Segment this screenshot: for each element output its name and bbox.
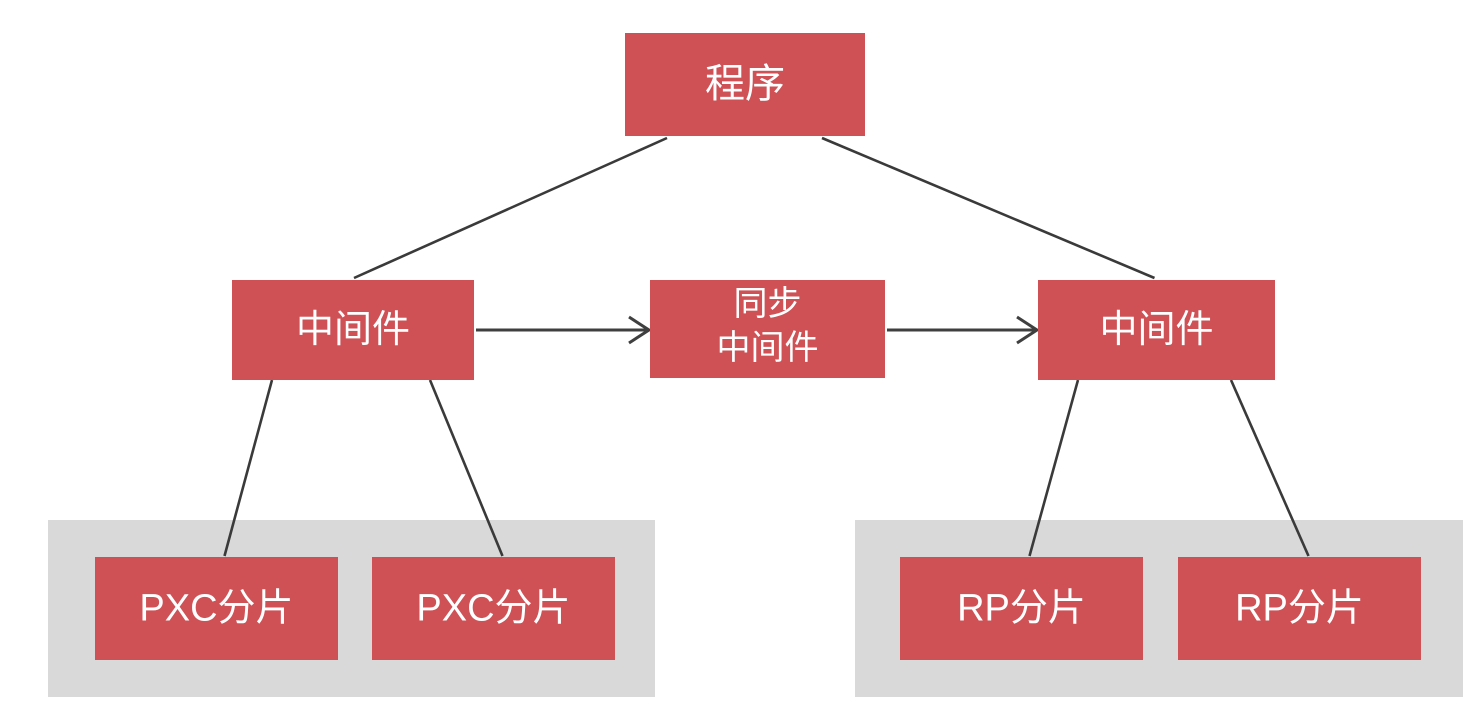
node-rp-shard-2[interactable]: RP分片 [1178, 557, 1421, 660]
node-middleware-left-label: 中间件 [296, 309, 410, 351]
node-program-label: 程序 [705, 62, 785, 106]
node-pxc-shard-1-box[interactable] [95, 557, 338, 660]
node-program-box[interactable] [625, 33, 865, 136]
connector-middleware-right-to-rp-shard-1 [1028, 379, 1080, 557]
node-middleware-left-box[interactable] [232, 280, 474, 380]
node-sync-middleware-label-line1: 同步 [734, 285, 802, 323]
node-middleware-left[interactable]: 中间件 [232, 280, 474, 380]
connector-program-to-middleware-right [821, 136, 1156, 280]
node-middleware-right[interactable]: 中间件 [1038, 280, 1275, 380]
node-sync-middleware-label-line2: 中间件 [717, 329, 819, 367]
flow-arrow-middleware-left-to-sync [476, 315, 652, 345]
node-middleware-right-box[interactable] [1038, 280, 1275, 380]
flow-arrow-sync-to-middleware-right [887, 315, 1040, 345]
node-pxc-shard-1[interactable]: PXC分片 [95, 557, 338, 660]
connector-program-to-middleware-left [353, 136, 668, 280]
node-sync-middleware-box[interactable] [650, 280, 885, 378]
connector-middleware-left-to-pxc-shard-1 [223, 379, 274, 557]
arrow-head-icon [628, 315, 652, 345]
node-rp-shard-2-label: RP分片 [1235, 588, 1364, 630]
node-pxc-shard-2-label: PXC分片 [416, 588, 570, 630]
arrow-head-icon [1016, 315, 1040, 345]
node-pxc-shard-2[interactable]: PXC分片 [372, 557, 615, 660]
connector-middleware-left-to-pxc-shard-2 [428, 379, 504, 557]
node-program[interactable]: 程序 [625, 33, 865, 136]
node-rp-shard-1-box[interactable] [900, 557, 1143, 660]
node-rp-shard-1[interactable]: RP分片 [900, 557, 1143, 660]
node-middleware-right-label: 中间件 [1099, 309, 1213, 351]
node-rp-shard-1-label: RP分片 [957, 588, 1086, 630]
node-sync-middleware[interactable]: 同步 中间件 [650, 280, 885, 378]
node-rp-shard-2-box[interactable] [1178, 557, 1421, 660]
node-pxc-shard-2-box[interactable] [372, 557, 615, 660]
connector-middleware-right-to-rp-shard-2 [1229, 379, 1310, 557]
node-pxc-shard-1-label: PXC分片 [139, 588, 293, 630]
